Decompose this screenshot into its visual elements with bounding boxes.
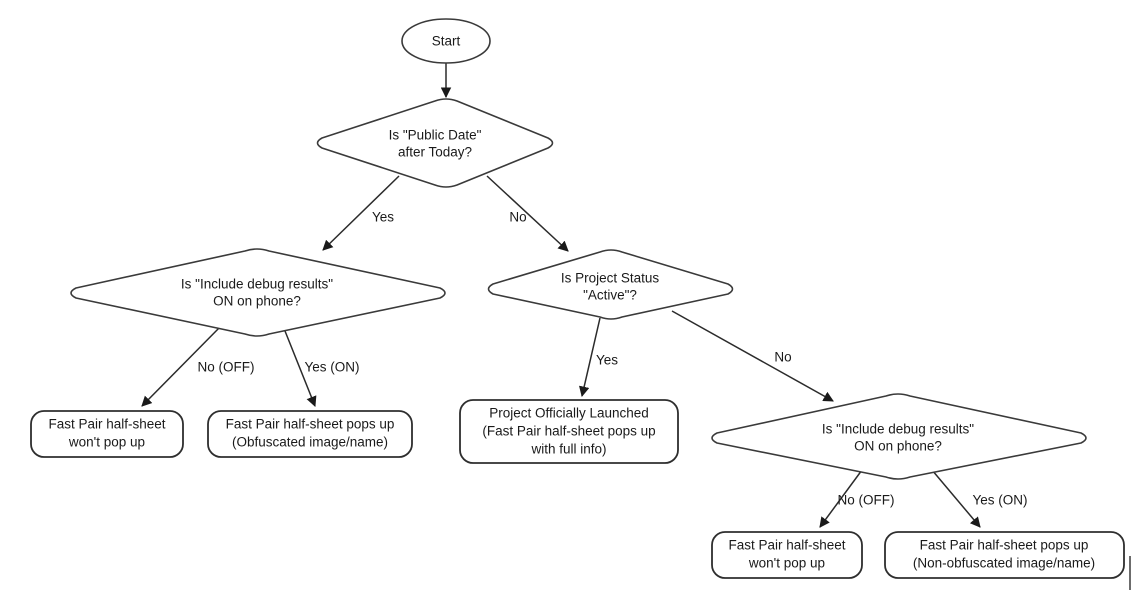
edge-line-project-status-yes — [579, 317, 601, 398]
node-terminal-launched[interactable]: Project Officially Launched (Fast Pair h… — [459, 399, 679, 464]
edge-label-public-date-no: No — [509, 210, 526, 225]
edge-line-debug-right-off — [819, 469, 863, 528]
edge-label-project-status-no: No — [774, 350, 791, 365]
edge-debug-left-on: Yes (ON) — [282, 325, 360, 407]
edge-project-status-yes: Yes — [579, 317, 618, 398]
edge-label-project-status-yes: Yes — [596, 353, 618, 368]
edge-line-debug-right-on — [931, 469, 981, 528]
node-terminal-non-obfuscated[interactable]: Fast Pair half-sheet pops up (Non-obfusc… — [884, 531, 1125, 579]
edge-public-date-yes: Yes — [322, 175, 400, 251]
start-ellipse-shape[interactable] — [401, 18, 491, 64]
edge-line-debug-left-off — [141, 325, 222, 407]
edge-line-project-status-no — [671, 310, 834, 402]
edge-label-debug-left-on: Yes (ON) — [304, 360, 359, 375]
node-start[interactable]: Start — [401, 18, 491, 64]
terminal-no-popup-right-shape[interactable] — [711, 531, 863, 579]
edge-debug-right-off: No (OFF) — [819, 469, 895, 528]
edge-label-debug-right-off: No (OFF) — [838, 493, 895, 508]
decision-public-date-shape[interactable] — [316, 98, 554, 188]
node-decision-debug-right[interactable]: Is "Include debug results" ON on phone? — [711, 393, 1087, 480]
edge-label-debug-left-off: No (OFF) — [198, 360, 255, 375]
decision-debug-left-shape[interactable] — [70, 248, 446, 337]
decision-project-status-shape[interactable] — [487, 249, 734, 320]
node-terminal-no-popup-left[interactable]: Fast Pair half-sheet won't pop up — [30, 410, 184, 458]
node-decision-public-date[interactable]: Is "Public Date" after Today? — [316, 98, 554, 188]
node-terminal-no-popup-right[interactable]: Fast Pair half-sheet won't pop up — [711, 531, 863, 579]
edge-line-debug-left-on — [282, 325, 317, 407]
node-terminal-obfuscated[interactable]: Fast Pair half-sheet pops up (Obfuscated… — [207, 410, 413, 458]
edge-label-public-date-yes: Yes — [372, 210, 394, 225]
node-decision-project-status[interactable]: Is Project Status "Active"? — [487, 249, 734, 320]
terminal-non-obfuscated-shape[interactable] — [884, 531, 1125, 579]
terminal-no-popup-left-shape[interactable] — [30, 410, 184, 458]
edge-debug-right-on: Yes (ON) — [931, 469, 1028, 528]
edge-label-debug-right-on: Yes (ON) — [972, 493, 1027, 508]
edge-debug-left-off: No (OFF) — [141, 325, 255, 407]
edge-line-public-date-yes — [322, 175, 400, 251]
terminal-obfuscated-shape[interactable] — [207, 410, 413, 458]
terminal-launched-shape[interactable] — [459, 399, 679, 464]
decision-debug-right-shape[interactable] — [711, 393, 1087, 480]
edge-project-status-no: No — [671, 310, 834, 402]
edge-public-date-no: No — [486, 175, 569, 252]
edge-line-public-date-no — [486, 175, 569, 252]
node-decision-debug-left[interactable]: Is "Include debug results" ON on phone? — [70, 248, 446, 337]
